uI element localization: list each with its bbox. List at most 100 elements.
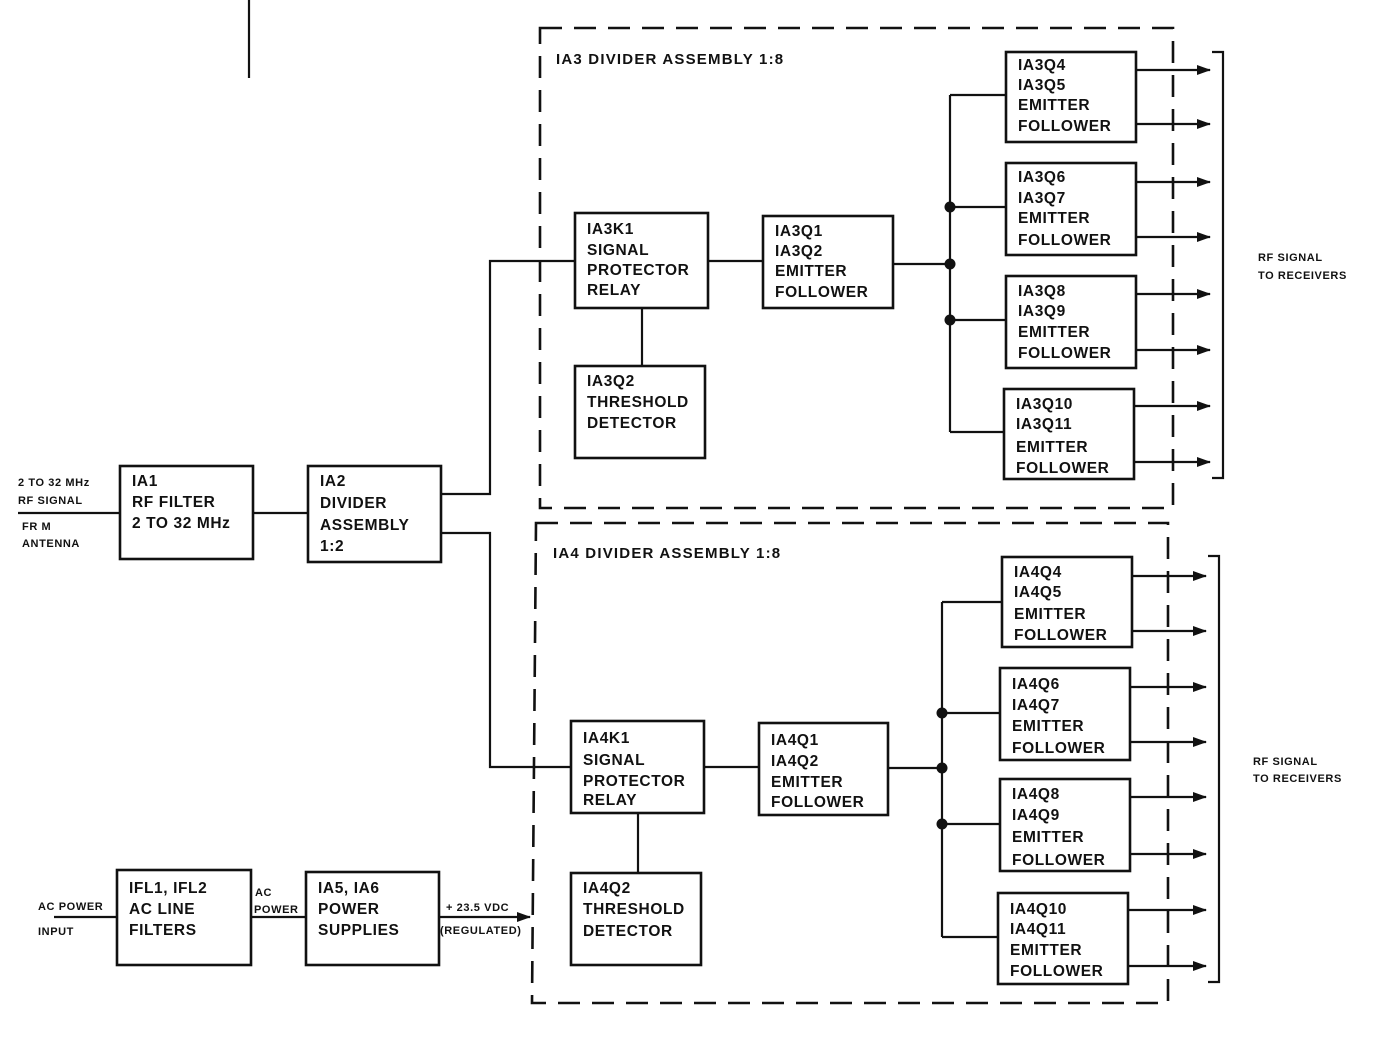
block-line: FOLLOWER <box>1010 963 1103 980</box>
a4-assembly-title: IA4 DIVIDER ASSEMBLY 1:8 <box>553 545 781 562</box>
block-rf-filter-line: 2 TO 32 MHz <box>132 515 230 532</box>
block-line: FOLLOWER <box>1012 852 1105 869</box>
block-line: IA5, IA6 <box>318 880 380 897</box>
block-line: SUPPLIES <box>318 922 399 939</box>
block-divider-line: 1:2 <box>320 538 344 555</box>
block-line: FOLLOWER <box>1014 627 1107 644</box>
block-line: IA4Q2 <box>583 880 631 897</box>
block-line: IA4Q1 <box>771 732 819 749</box>
label-line: RF SIGNAL <box>1253 756 1318 768</box>
block-line: PROTECTOR <box>587 262 689 279</box>
block-line: IA3Q7 <box>1018 190 1066 207</box>
label-ac-input: AC POWER INPUT <box>38 901 103 938</box>
block-a3-threshold: IA3Q2 THRESHOLD DETECTOR <box>573 364 707 460</box>
block-line: FOLLOWER <box>771 794 864 811</box>
label-rf-out-a3: RF SIGNAL TO RECEIVERS <box>1258 252 1347 282</box>
block-line: EMITTER <box>1014 606 1086 623</box>
block-a3-ef-q8: IA3Q8 IA3Q9 EMITTER FOLLOWER <box>1004 274 1138 370</box>
block-a3-ef-q4: IA3Q4 IA3Q5 EMITTER FOLLOWER <box>1004 50 1138 144</box>
block-line: IA4Q10 <box>1010 901 1067 918</box>
block-rf-filter-line: RF FILTER <box>132 494 215 511</box>
block-line: EMITTER <box>1010 942 1082 959</box>
block-line: EMITTER <box>1012 829 1084 846</box>
label-line: AC <box>255 887 272 899</box>
block-line: IA4Q5 <box>1014 584 1062 601</box>
block-line: EMITTER <box>1012 718 1084 735</box>
block-line: IA4Q7 <box>1012 697 1060 714</box>
block-line: POWER <box>318 901 380 918</box>
block-line: IA4Q11 <box>1010 921 1066 938</box>
block-a4-ef-main: IA4Q1 IA4Q2 EMITTER FOLLOWER <box>757 721 890 817</box>
block-line: DETECTOR <box>587 415 677 432</box>
block-a3-ef-q6: IA3Q6 IA3Q7 EMITTER FOLLOWER <box>1004 161 1138 257</box>
block-line: IA3Q2 <box>587 373 635 390</box>
block-line: FOLLOWER <box>1018 118 1111 135</box>
block-line: FOLLOWER <box>1018 232 1111 249</box>
block-line: IA3Q5 <box>1018 77 1066 94</box>
block-divider-line: ASSEMBLY <box>320 517 410 534</box>
block-line: IA3Q1 <box>775 223 823 240</box>
block-line: IA3Q4 <box>1018 57 1066 74</box>
block-line: IA4K1 <box>583 730 630 747</box>
label-line: FR M <box>22 521 51 533</box>
block-a4-ef-q10: IA4Q10 IA4Q11 EMITTER FOLLOWER <box>996 891 1130 986</box>
block-line: IA3Q8 <box>1018 283 1066 300</box>
block-line: THRESHOLD <box>583 901 685 918</box>
a3-assembly-outline <box>538 26 1175 510</box>
label-line: RF SIGNAL <box>1258 252 1323 264</box>
a3-assembly-title: IA3 DIVIDER ASSEMBLY 1:8 <box>556 51 784 68</box>
block-divider-line: DIVIDER <box>320 495 387 512</box>
block-line: IA4Q2 <box>771 753 819 770</box>
block-divider-line: IA2 <box>320 473 346 490</box>
output-arrows <box>439 65 1211 971</box>
block-a3-ef-q10: IA3Q10 IA3Q11 EMITTER FOLLOWER <box>1002 387 1136 481</box>
block-line: IA4Q6 <box>1012 676 1060 693</box>
label-line: + 23.5 VDC <box>446 902 509 914</box>
label-line: (REGULATED) <box>440 925 522 937</box>
block-line: RELAY <box>583 792 637 809</box>
block-line: IA3Q10 <box>1016 396 1073 413</box>
block-line: FOLLOWER <box>775 284 868 301</box>
label-line: AC POWER <box>38 901 103 913</box>
label-line: 2 TO 32 MHz <box>18 477 90 489</box>
block-line: PROTECTOR <box>583 773 685 790</box>
label-rf-out-a4: RF SIGNAL TO RECEIVERS <box>1253 756 1341 785</box>
label-line: TO RECEIVERS <box>1258 270 1347 282</box>
block-a4-ef-q6: IA4Q6 IA4Q7 EMITTER FOLLOWER <box>998 666 1132 762</box>
block-line: IA4Q8 <box>1012 786 1060 803</box>
block-line: SIGNAL <box>587 242 649 259</box>
block-line: IA3Q9 <box>1018 303 1066 320</box>
block-a4-threshold: IA4Q2 THRESHOLD DETECTOR <box>569 871 703 967</box>
label-dc-output: + 23.5 VDC (REGULATED) <box>440 902 522 937</box>
block-a3-ef-main: IA3Q1 IA3Q2 EMITTER FOLLOWER <box>761 214 895 310</box>
block-a4-ef-q8: IA4Q8 IA4Q9 EMITTER FOLLOWER <box>998 777 1132 873</box>
block-line: IA3Q11 <box>1016 416 1072 433</box>
label-line: POWER <box>254 904 299 916</box>
block-rf-filter-line: IA1 <box>132 473 158 490</box>
block-line: EMITTER <box>775 263 847 280</box>
block-a4-relay: IA4K1 SIGNAL PROTECTOR RELAY <box>569 719 706 815</box>
block-line-filters: IFL1, IFL2 AC LINE FILTERS <box>115 868 253 967</box>
block-line: DETECTOR <box>583 923 673 940</box>
block-line: RELAY <box>587 282 641 299</box>
block-line: FOLLOWER <box>1012 740 1105 757</box>
label-ac-power: AC POWER <box>254 887 299 916</box>
block-line: EMITTER <box>1018 324 1090 341</box>
block-a4-ef-q4: IA4Q4 IA4Q5 EMITTER FOLLOWER <box>1000 555 1134 649</box>
block-line: FILTERS <box>129 922 197 939</box>
block-line: IA3Q2 <box>775 243 823 260</box>
block-line: EMITTER <box>1018 97 1090 114</box>
label-line: INPUT <box>38 926 74 938</box>
block-line: IA4Q4 <box>1014 564 1062 581</box>
block-line: EMITTER <box>771 774 843 791</box>
block-a3-relay: IA3K1 SIGNAL PROTECTOR RELAY <box>573 211 710 310</box>
junction-dots <box>936 201 956 830</box>
block-line: THRESHOLD <box>587 394 689 411</box>
block-line: AC LINE <box>129 901 195 918</box>
block-line: IFL1, IFL2 <box>129 880 207 897</box>
a4-assembly-outline <box>530 521 1170 1005</box>
block-line: IA4Q9 <box>1012 807 1060 824</box>
label-line: RF SIGNAL <box>18 495 83 507</box>
label-line: ANTENNA <box>22 538 80 550</box>
